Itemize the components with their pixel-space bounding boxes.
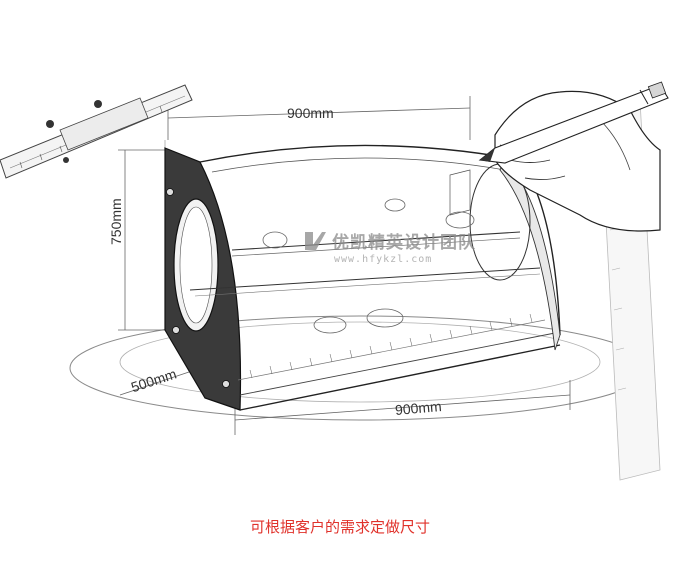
height-label: 750mm — [108, 198, 124, 245]
middle-shelf-edge — [189, 267, 541, 291]
bottom-width-dimension-line — [234, 394, 571, 421]
bottom-rail-hatching — [249, 313, 533, 379]
watermark-url: www.hfykzl.com — [334, 254, 433, 265]
base-top-edge — [239, 331, 561, 396]
watermark-row: 优凯精英设计团队 — [302, 228, 476, 253]
upper-shelf-lip — [231, 237, 521, 257]
watermark: 优凯精英设计团队 www.hfykzl.com — [302, 228, 476, 265]
watermark-name: 优凯精英设计团队 — [332, 233, 476, 253]
base-rail — [237, 319, 546, 381]
top-width-label: 900mm — [287, 105, 334, 121]
top-dimension-line — [167, 107, 471, 119]
floor-ellipse-inner — [119, 321, 601, 403]
logo-icon — [305, 231, 326, 250]
floor-ellipse-outer — [69, 315, 651, 421]
left-end-panel — [164, 147, 242, 411]
middle-shelf-lip — [194, 273, 541, 297]
glass-curve-inner — [211, 157, 506, 173]
caption-text: 可根据客户的需求定做尺寸 — [249, 518, 430, 536]
ruler-icon — [0, 84, 193, 179]
base-front-edge — [239, 344, 561, 411]
display-items — [262, 198, 475, 334]
pencil-icon — [478, 81, 669, 164]
